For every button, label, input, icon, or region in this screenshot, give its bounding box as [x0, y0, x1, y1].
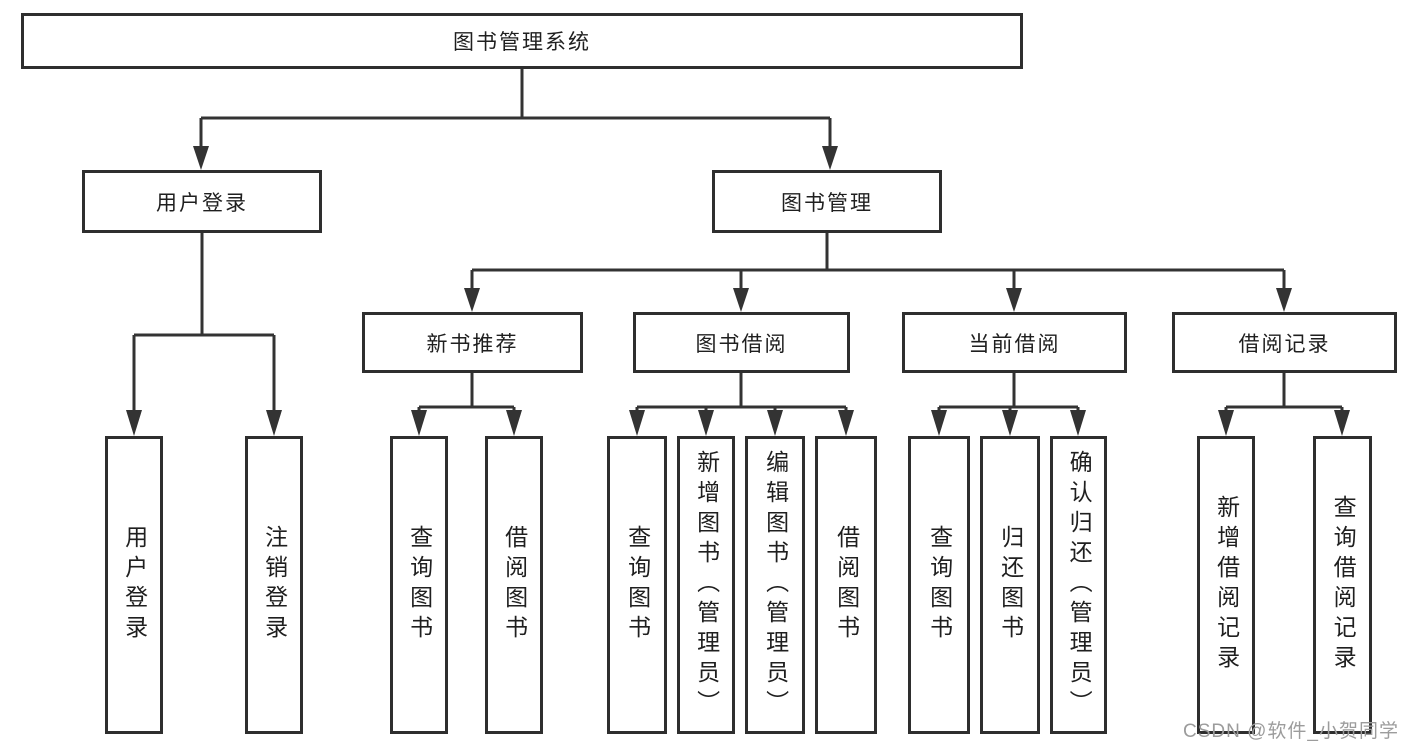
leaf-user-login: 用户登录	[105, 436, 163, 734]
leaf-query-books-current-label: 查询图书	[926, 525, 953, 645]
leaf-return-books-label: 归还图书	[997, 525, 1024, 645]
leaf-confirm-return-admin-label: 确认归还（管理员）	[1066, 450, 1093, 720]
node-book-management: 图书管理	[712, 170, 942, 233]
leaf-borrow-books: 借阅图书	[815, 436, 877, 734]
leaf-query-books-current: 查询图书	[908, 436, 970, 734]
node-borrow-records-label: 借阅记录	[1238, 332, 1331, 356]
leaf-add-books-admin: 新增图书（管理员）	[677, 436, 735, 734]
connector-book-borrow-to-leaves	[629, 372, 854, 436]
connector-borrow-records-to-leaves	[1218, 372, 1350, 436]
leaf-edit-books-admin-label: 编辑图书（管理员）	[762, 450, 789, 720]
node-book-borrow-label: 图书借阅	[695, 332, 788, 356]
connector-new-book-recommend-to-leaves	[411, 372, 522, 436]
leaf-query-books-recommend: 查询图书	[390, 436, 448, 734]
node-book-management-label: 图书管理	[781, 191, 873, 215]
node-user-login-label: 用户登录	[156, 191, 248, 215]
leaf-query-books-borrow: 查询图书	[607, 436, 667, 734]
leaf-add-borrow-record: 新增借阅记录	[1197, 436, 1255, 734]
connector-root-to-branches	[193, 68, 838, 170]
leaf-borrow-books-recommend-label: 借阅图书	[501, 525, 528, 645]
leaf-user-login-label: 用户登录	[121, 525, 148, 645]
connector-book-management-to-children	[464, 233, 1292, 312]
leaf-borrow-books-label: 借阅图书	[833, 525, 860, 645]
leaf-query-books-recommend-label: 查询图书	[406, 525, 433, 645]
node-current-borrow: 当前借阅	[902, 312, 1127, 373]
node-root-label: 图书管理系统	[453, 31, 591, 54]
connector-user-login-to-leaves	[126, 233, 282, 436]
leaf-edit-books-admin: 编辑图书（管理员）	[745, 436, 805, 734]
connector-current-borrow-to-leaves	[931, 372, 1086, 436]
node-book-borrow: 图书借阅	[633, 312, 850, 373]
node-current-borrow-label: 当前借阅	[968, 332, 1061, 356]
node-new-book-recommend-label: 新书推荐	[426, 332, 519, 356]
leaf-logout-label: 注销登录	[261, 525, 288, 645]
csdn-watermark: CSDN @软件_小贺同学	[1183, 721, 1399, 742]
node-root: 图书管理系统	[21, 13, 1023, 69]
leaf-query-borrow-record-label: 查询借阅记录	[1330, 495, 1357, 675]
leaf-return-books: 归还图书	[980, 436, 1040, 734]
leaf-confirm-return-admin: 确认归还（管理员）	[1050, 436, 1107, 734]
leaf-borrow-books-recommend: 借阅图书	[485, 436, 543, 734]
node-new-book-recommend: 新书推荐	[362, 312, 583, 373]
leaf-add-borrow-record-label: 新增借阅记录	[1213, 495, 1240, 675]
leaf-logout: 注销登录	[245, 436, 303, 734]
leaf-query-books-borrow-label: 查询图书	[624, 525, 651, 645]
leaf-query-borrow-record: 查询借阅记录	[1313, 436, 1372, 734]
node-user-login: 用户登录	[82, 170, 322, 233]
node-borrow-records: 借阅记录	[1172, 312, 1397, 373]
leaf-add-books-admin-label: 新增图书（管理员）	[693, 450, 720, 720]
